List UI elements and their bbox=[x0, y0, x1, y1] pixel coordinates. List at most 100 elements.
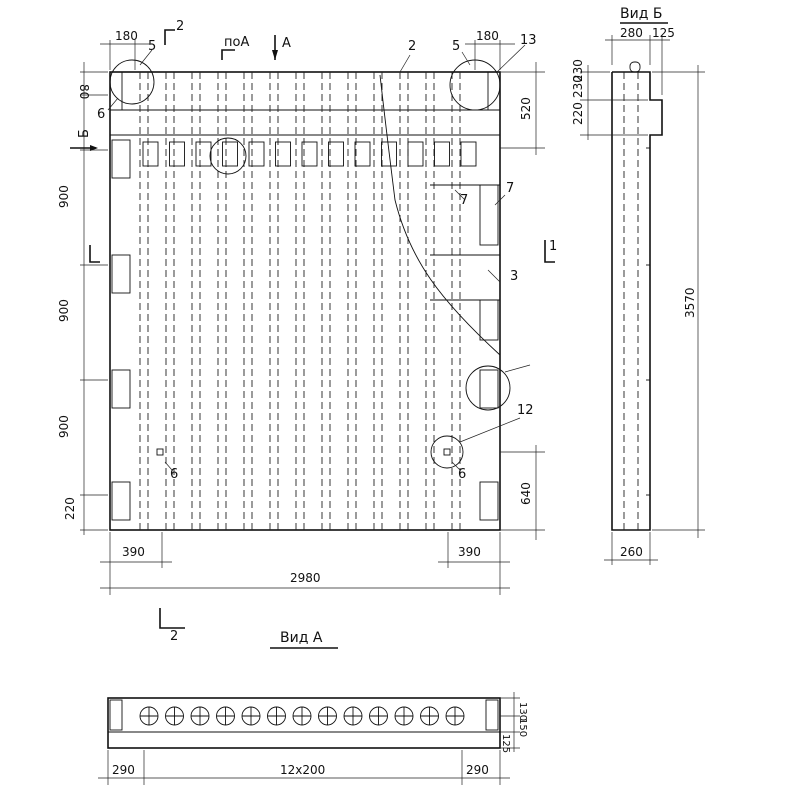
callout-2: 2 bbox=[408, 39, 416, 54]
dim-520: 520 bbox=[519, 97, 533, 120]
view-a-title: Вид А bbox=[280, 630, 323, 646]
top-opening bbox=[434, 141, 450, 167]
top-opening bbox=[195, 141, 212, 167]
section-mark-top bbox=[164, 29, 175, 45]
right-anchors bbox=[479, 184, 499, 521]
anchor-block bbox=[111, 481, 131, 521]
arrow-head bbox=[272, 50, 278, 60]
anchor-block bbox=[479, 184, 499, 246]
top-opening bbox=[301, 141, 318, 167]
dim-125: 125 bbox=[652, 26, 675, 40]
plan-view-a: Вид А 130 150 125 290 12x200 290 bbox=[98, 630, 528, 785]
section-label-top: 2 bbox=[176, 19, 184, 34]
view-arrow-letter: A bbox=[282, 36, 291, 51]
anchor-block bbox=[479, 299, 499, 341]
cutaway-curve bbox=[379, 74, 501, 356]
callout-6c: 6 bbox=[458, 467, 466, 482]
anchor-block bbox=[479, 369, 499, 409]
section-label-left: Б bbox=[77, 129, 92, 138]
top-opening bbox=[222, 141, 238, 167]
top-opening bbox=[407, 141, 424, 167]
leader-13 bbox=[496, 44, 526, 73]
leader-2 bbox=[399, 54, 411, 73]
anchor-block bbox=[111, 139, 131, 179]
dim-180-right: 180 bbox=[476, 29, 499, 43]
dim-2980: 2980 bbox=[290, 571, 321, 585]
dim-150: 150 bbox=[517, 718, 528, 737]
callout-12: 12 bbox=[517, 403, 534, 418]
plan-holes bbox=[139, 706, 465, 726]
anchor-block bbox=[111, 254, 131, 294]
dim-3570: 3570 bbox=[683, 287, 697, 318]
dim-260: 260 bbox=[620, 545, 643, 559]
callout-5b: 5 bbox=[452, 39, 460, 54]
callout-13: 13 bbox=[520, 33, 537, 48]
top-openings bbox=[142, 141, 477, 167]
top-opening bbox=[169, 141, 185, 167]
arrow-head bbox=[90, 145, 98, 151]
dim-900-a: 900 bbox=[57, 185, 71, 208]
left-anchors bbox=[111, 139, 131, 521]
dim-390-left: 390 bbox=[122, 545, 145, 559]
dim-180-left: 180 bbox=[115, 29, 138, 43]
plan-end-block bbox=[109, 699, 123, 731]
dim-900-b: 900 bbox=[57, 299, 71, 322]
void-lines bbox=[139, 72, 461, 530]
leader-6b bbox=[164, 461, 173, 471]
plan-end-block bbox=[485, 699, 499, 731]
dim-290-right: 290 bbox=[466, 763, 489, 777]
dim-230-side: 230 bbox=[571, 75, 585, 98]
view-arrow bbox=[221, 49, 235, 60]
callout-circle-12 bbox=[430, 435, 464, 469]
leader-5b bbox=[461, 51, 471, 66]
side-view-title: Вид Б bbox=[620, 6, 662, 22]
marker-square bbox=[443, 448, 451, 456]
leader-7c bbox=[504, 364, 531, 373]
side-view: Вид Б 280 125 230 220 230 3570 bbox=[571, 6, 705, 565]
dim-130: 130 bbox=[517, 702, 528, 721]
callout-7b: 7 bbox=[506, 181, 514, 196]
dim-280: 280 bbox=[620, 26, 643, 40]
leader-7b bbox=[494, 194, 506, 206]
side-view-outline bbox=[611, 71, 663, 531]
top-opening bbox=[248, 141, 265, 167]
lifting-loop bbox=[629, 61, 641, 73]
callout-7a: 7 bbox=[460, 193, 468, 208]
callout-3: 3 bbox=[510, 269, 518, 284]
top-opening bbox=[142, 141, 159, 167]
top-opening bbox=[275, 141, 291, 167]
section-mark-bottom bbox=[159, 608, 185, 629]
dim-220-side: 220 bbox=[571, 102, 585, 125]
top-opening bbox=[354, 141, 371, 167]
dim-640: 640 bbox=[519, 482, 533, 505]
dim-290-left: 290 bbox=[112, 763, 135, 777]
top-opening bbox=[460, 141, 477, 167]
section-label-bottom: 2 bbox=[170, 629, 178, 644]
callout-5a: 5 bbox=[148, 39, 156, 54]
dim-900-c: 900 bbox=[57, 415, 71, 438]
leader-7a bbox=[454, 189, 466, 201]
top-opening bbox=[328, 141, 344, 167]
leader-5a bbox=[139, 49, 153, 66]
section-mark-right bbox=[544, 240, 555, 263]
panel-outline bbox=[109, 71, 501, 531]
main-elevation: 5 6 2 5 13 7 7 3 12 6 6 180 180 2 поА A bbox=[57, 19, 557, 644]
callout-circle-5 bbox=[109, 59, 155, 105]
leader-3 bbox=[487, 269, 501, 283]
leader-6a bbox=[107, 97, 119, 111]
anchor-block bbox=[479, 481, 499, 521]
leader-6c bbox=[451, 461, 461, 471]
marker-square bbox=[156, 448, 164, 456]
dim-125-plan: 125 bbox=[500, 734, 511, 753]
callout-circle-top bbox=[209, 137, 247, 175]
leader-12 bbox=[459, 417, 521, 443]
dim-12x200: 12x200 bbox=[280, 763, 325, 777]
dim-220: 220 bbox=[63, 497, 77, 520]
callout-circle-7 bbox=[465, 365, 511, 411]
view-arrow-label: поА bbox=[224, 35, 249, 50]
callout-6b: 6 bbox=[170, 467, 178, 482]
dim-230-side-b: 230 bbox=[571, 59, 585, 82]
callout-6a: 6 bbox=[97, 107, 105, 122]
plan-outline bbox=[107, 697, 501, 749]
